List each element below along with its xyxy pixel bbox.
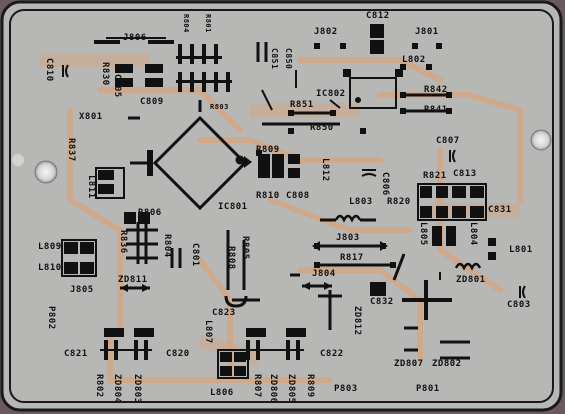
label-c801: C801 (190, 243, 200, 267)
ic802-package (343, 69, 403, 109)
label-l806: L806 (210, 388, 234, 398)
label-j801: J801 (415, 27, 439, 37)
label-c806: C806 (380, 172, 390, 196)
label-r841: R841 (424, 105, 448, 115)
label-j803: J803 (336, 233, 360, 243)
label-c822: C822 (320, 349, 344, 359)
label-l810: L810 (38, 263, 62, 273)
label-l811: L811 (86, 175, 96, 199)
label-zd804: ZD804 (112, 374, 122, 404)
label-c823: C823 (212, 308, 236, 318)
component-pads (64, 24, 496, 376)
label-l809: L809 (38, 242, 62, 252)
label-l804: L804 (468, 222, 478, 246)
label-r836: R836 (118, 230, 128, 254)
label-l807: L807 (203, 320, 213, 344)
label-c820: C820 (166, 349, 190, 359)
label-l801: L801 (509, 245, 533, 255)
label-r803: R803 (210, 103, 229, 111)
label-zd805: ZD805 (286, 374, 296, 404)
label-c810: C810 (44, 58, 54, 82)
label-p803: P803 (334, 384, 358, 394)
arrowheads (120, 156, 388, 292)
label-l802: L802 (402, 55, 426, 65)
label-j805: J805 (70, 285, 94, 295)
label-ic801: IC801 (218, 202, 248, 212)
label-c821: C821 (64, 349, 88, 359)
label-r850: R850 (310, 123, 334, 133)
label-p801: P801 (416, 384, 440, 394)
ic801-package (130, 100, 248, 211)
label-r805: R805 (240, 236, 250, 260)
label-x801: X801 (79, 112, 103, 122)
label-r810: R810 (256, 191, 280, 201)
label-c807: C807 (436, 136, 460, 146)
label-zd801: ZD801 (456, 275, 486, 285)
label-zd803: ZD803 (132, 374, 142, 404)
label-c809: C809 (140, 97, 164, 107)
label-r820: R820 (387, 197, 411, 207)
label-r809-lower: R809 (305, 374, 315, 398)
label-l812: L812 (320, 158, 330, 182)
label-j806: J806 (123, 33, 147, 43)
label-c831: C831 (488, 205, 512, 215)
label-c808: C808 (286, 191, 310, 201)
label-c805: C805 (112, 74, 122, 98)
label-r804: R804 (182, 14, 190, 33)
label-j802: J802 (314, 27, 338, 37)
label-r851: R851 (290, 100, 314, 110)
label-zd812: ZD812 (352, 306, 362, 336)
label-ic802: IC802 (316, 89, 346, 99)
label-r802: R802 (94, 374, 104, 398)
label-r806: R806 (138, 208, 162, 218)
label-r830: R830 (100, 62, 110, 86)
label-r801: R801 (204, 14, 212, 33)
label-r821: R821 (423, 171, 447, 181)
copper-traces (67, 57, 523, 383)
label-r807: R807 (252, 374, 262, 398)
silkscreen-lines (61, 37, 526, 379)
label-zd807: ZD807 (394, 359, 424, 369)
label-r817: R817 (340, 253, 364, 263)
label-c851: C851 (270, 48, 279, 70)
label-zd802: ZD802 (432, 359, 462, 369)
label-c832: C832 (370, 297, 394, 307)
label-c812: C812 (366, 11, 390, 21)
label-r808: R808 (226, 246, 236, 270)
mounting-holes (12, 129, 552, 184)
label-p802: P802 (46, 306, 56, 330)
label-l805: L805 (418, 222, 428, 246)
label-l803: L803 (349, 197, 373, 207)
label-c850: C850 (284, 48, 293, 70)
label-r837: R837 (66, 138, 76, 162)
label-zd806: ZD806 (268, 374, 278, 404)
label-r842: R842 (424, 85, 448, 95)
label-zd811: ZD811 (118, 275, 148, 285)
label-r804-lower: R804 (162, 234, 172, 258)
label-r809: R809 (256, 145, 280, 155)
label-c813: C813 (453, 169, 477, 179)
label-c803: C803 (507, 300, 531, 310)
label-j804: J804 (312, 269, 336, 279)
